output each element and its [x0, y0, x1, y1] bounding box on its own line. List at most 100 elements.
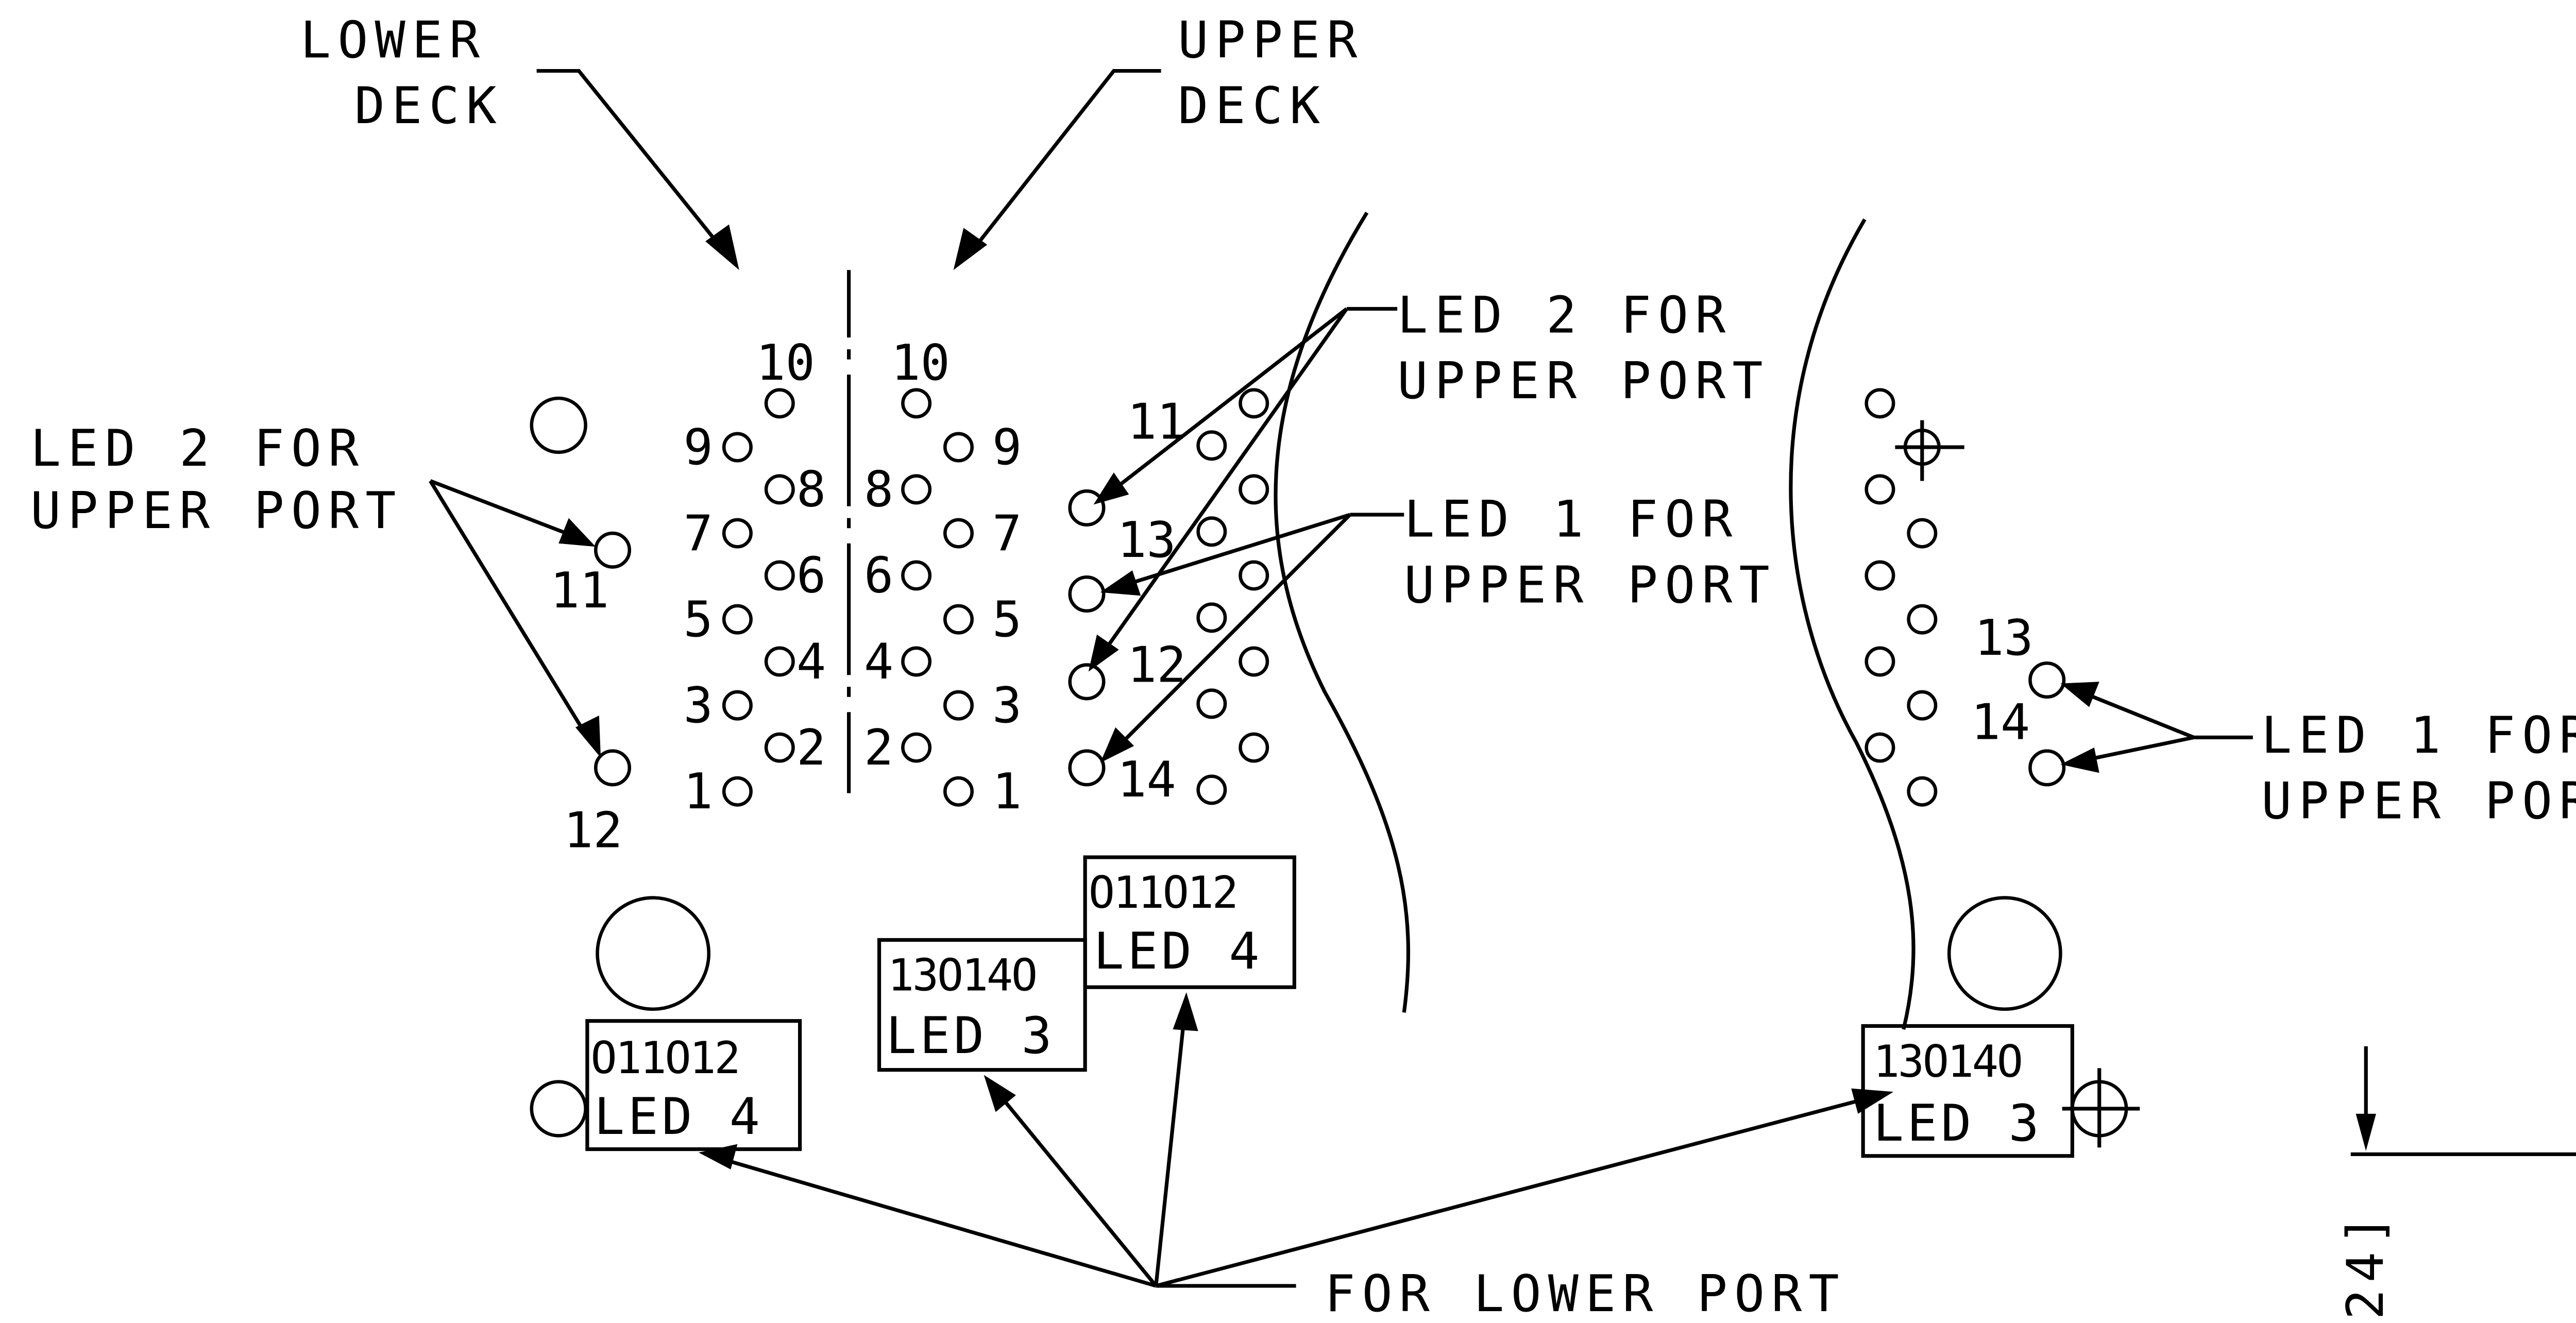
pin-circle: [1196, 774, 1227, 805]
pin-number: 14: [1971, 694, 2030, 751]
led1-upper-right-line1: LED 1 FOR: [2261, 706, 2576, 765]
mounting-hole: [530, 396, 587, 454]
pin-circle: [943, 690, 974, 721]
lower-port-leader: [717, 1156, 1157, 1288]
led-box-frame: [1083, 855, 1296, 989]
led2-upper-left-label: LED 2 FOR UPPER PORT: [30, 419, 403, 540]
pin-circle: [1865, 388, 1895, 419]
led1-upper-mid-label: LED 1 FOR UPPER PORT: [1404, 490, 1776, 615]
alignment-crosshair: [1895, 420, 1964, 481]
pin-circle: [943, 432, 974, 463]
lower-deck-label: LOWER DECK: [300, 11, 503, 135]
pin-number: 7: [992, 505, 1022, 562]
pin-circle: [1239, 388, 1269, 419]
led1-upper-mid-line2: UPPER PORT: [1404, 556, 1776, 615]
pin-circle: [1907, 604, 1938, 635]
pin-number: 9: [684, 419, 713, 476]
led-box-frame: [585, 1019, 802, 1151]
pin-circle: [722, 690, 753, 721]
led2-upper-left-line2: UPPER PORT: [30, 482, 403, 540]
arrowhead: [699, 1144, 738, 1169]
pin-circle: [1239, 560, 1269, 591]
pin-circle: [764, 732, 795, 763]
pin-number: 10: [756, 335, 815, 392]
arrowhead: [2060, 748, 2099, 773]
led-pin-11: [1068, 489, 1106, 527]
pin-circle: [943, 518, 974, 549]
pin-circle: [764, 646, 795, 677]
arrowhead: [575, 715, 601, 758]
arrowhead: [1173, 992, 1198, 1031]
upper-deck-label-line1: UPPER: [1178, 11, 1364, 70]
pin-number: 11: [550, 563, 609, 619]
pin-number: 6: [796, 548, 826, 604]
pin-number: 7: [684, 505, 713, 562]
right-pins: 13 14: [1865, 388, 2066, 807]
pin-circle: [722, 518, 753, 549]
dimension-text: 24]: [2336, 1208, 2395, 1320]
led1-upper-right-label: LED 1 FOR UPPER PORT: [2261, 706, 2576, 831]
pin-circle: [764, 388, 795, 419]
pin-circle: [722, 776, 753, 807]
upper-deck-arrowhead: [953, 228, 988, 270]
pin-circle: [1907, 518, 1938, 549]
pin-circle: [943, 776, 974, 807]
led2-upper-mid-line2: UPPER PORT: [1397, 352, 1770, 411]
left-led4-box: O11O12 LED 4: [585, 1019, 802, 1151]
pin-number: 14: [1117, 752, 1176, 808]
upper-deck-label: UPPER DECK: [1178, 11, 1364, 135]
pin-circle: [1196, 602, 1227, 633]
pin-number: 5: [684, 591, 713, 648]
pin-circle: [1865, 560, 1895, 591]
pin-circle: [722, 432, 753, 463]
led2-upper-left-line1: LED 2 FOR: [30, 419, 365, 478]
led-box-frame: [877, 938, 1087, 1072]
arrowhead: [1093, 472, 1129, 505]
upper-deck-label-line2: DECK: [1178, 77, 1327, 135]
led-pin-13: [2028, 661, 2066, 699]
mounting-hole: [530, 1080, 587, 1138]
arrowhead: [1088, 634, 1119, 672]
arrowhead: [984, 1075, 1016, 1112]
left-led2-leader: [429, 480, 592, 744]
led2-mid-leader: [1104, 307, 1348, 498]
pin-number: 12: [1127, 637, 1186, 693]
pin-circle: [1196, 688, 1227, 719]
pin-circle: [1907, 776, 1938, 807]
pin-number: 2: [864, 720, 893, 776]
pin-circle: [1239, 732, 1269, 763]
led-pin-13: [1068, 575, 1106, 613]
pin-number: 4: [796, 634, 826, 690]
mid-led-pins: 11 13 12 14: [1068, 388, 1269, 808]
led-pin-14: [2028, 749, 2066, 787]
led-pin-12: [1068, 663, 1106, 701]
pin-number: 13: [1974, 610, 2033, 667]
led-pin-11: [594, 531, 632, 569]
pin-number: 3: [684, 677, 713, 734]
left-led2-leader: [429, 479, 585, 542]
for-lower-port-label: FOR LOWER PORT: [1325, 1265, 1846, 1323]
lower-deck-label-line2: DECK: [354, 77, 503, 135]
arrowhead: [1100, 570, 1141, 596]
board-outline-curve: [1274, 211, 1411, 1013]
mid-led4-box: O11O12 LED 4: [1083, 855, 1296, 989]
pin-number: 10: [891, 335, 950, 392]
mounting-hole: [1947, 896, 2062, 1011]
pin-number: 13: [1117, 512, 1176, 569]
lower-deck-leader: [536, 69, 727, 255]
pin-circle: [1196, 516, 1227, 547]
pin-number: 4: [864, 634, 893, 690]
board-outline-curve: [1789, 218, 1916, 1030]
lower-port-leader: [1154, 1012, 1187, 1286]
arrowhead: [1851, 1088, 1894, 1114]
pin-circle: [901, 474, 932, 505]
pin-circle: [901, 646, 932, 677]
led-box-label: LED 4: [594, 1088, 764, 1146]
lower-port-leader: [994, 1089, 1158, 1287]
led1-mid-leader: [1109, 513, 1351, 756]
pin-circle: [901, 560, 932, 591]
lower-deck-label-line1: LOWER: [300, 11, 486, 70]
led-pin-14: [1068, 749, 1106, 787]
led-box-label: LED 4: [1094, 922, 1263, 981]
pin-circle: [1196, 430, 1227, 461]
